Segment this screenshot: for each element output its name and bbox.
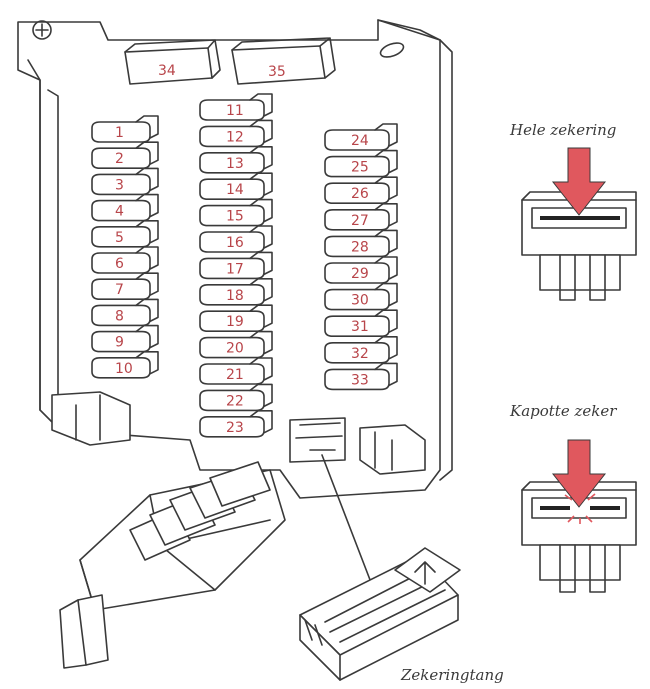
fuse-number: 27 [351,213,369,229]
fuse-number: 17 [226,261,244,277]
fuse-number: 5 [115,230,124,246]
fuse-puller [300,455,460,680]
fuse-22: 22 [200,384,272,410]
blown-fuse-label: Kapotte zeker [509,402,617,420]
fuse-15: 15 [200,200,272,226]
fuse-number: 13 [226,156,244,172]
fuse-number: 18 [226,288,244,304]
fuse-column-left: 1 2 3 4 5 6 7 8 9 10 [92,116,158,378]
fuse-28: 28 [325,230,397,256]
fuse-puller-label: Zekeringtang [400,666,504,684]
fuse-25: 25 [325,151,397,177]
fuse-2: 2 [92,142,158,168]
fuse-14: 14 [200,173,272,199]
fuse-27: 27 [325,204,397,230]
fuse-11: 11 [200,94,272,120]
fuse-number: 20 [226,341,244,357]
fuse-number: 31 [351,319,369,335]
fuse-number: 32 [351,346,369,362]
fuse-18: 18 [200,279,272,305]
fuse-column-right: 24 25 26 27 28 29 30 31 32 33 [325,124,397,389]
fuse-number: 6 [115,256,124,272]
fuse-number: 28 [351,239,369,255]
connector-block [60,462,285,668]
fuse-10: 10 [92,352,158,378]
fuse-number: 2 [115,151,124,167]
fuse-number: 16 [226,235,244,251]
fuse-5: 5 [92,221,158,247]
fuse-3: 3 [92,168,158,194]
fuse-number: 10 [115,361,133,377]
fuse-number: 26 [351,186,369,202]
fuse-13: 13 [200,147,272,173]
fuse-number: 22 [226,393,244,409]
fuse-9: 9 [92,326,158,352]
fuse-number: 21 [226,367,244,383]
fuse-number: 9 [115,335,124,351]
fuse-number: 23 [226,420,244,436]
fuse-number: 25 [351,160,369,176]
fuse-16: 16 [200,226,272,252]
fuse-number: 30 [351,293,369,309]
fuse-24: 24 [325,124,397,150]
fuse-1: 1 [92,116,158,142]
fuse-number: 1 [115,125,124,141]
fuse-number: 19 [226,314,244,330]
fuse-number: 8 [115,308,124,324]
fuse-number: 4 [115,204,124,220]
fuse-number: 11 [226,103,244,119]
fuse-32: 32 [325,337,397,363]
fuse-7: 7 [92,273,158,299]
fuse-8: 8 [92,299,158,325]
fuse-26: 26 [325,177,397,203]
fuse-29: 29 [325,257,397,283]
good-fuse-label: Hele zekering [509,121,616,139]
fuse-17: 17 [200,252,272,278]
large-fuses: 34 35 [125,38,335,84]
fuse-number: 34 [158,63,176,79]
fuse-12: 12 [200,120,272,146]
fuse-33: 33 [325,363,397,389]
fuse-6: 6 [92,247,158,273]
fuse-4: 4 [92,195,158,221]
fuse-31: 31 [325,310,397,336]
fuse-column-middle: 11 12 13 14 15 16 17 18 19 20 21 22 23 [200,94,272,437]
fuse-number: 29 [351,266,369,282]
fuse-30: 30 [325,284,397,310]
fuse-number: 3 [115,177,124,193]
fuse-19: 19 [200,305,272,331]
fuse-20: 20 [200,332,272,358]
fuse-number: 24 [351,133,369,149]
fuse-21: 21 [200,358,272,384]
fuse-23: 23 [200,411,272,437]
fuse-number: 33 [351,372,369,388]
fuse-number: 14 [226,182,244,198]
fuse-number: 12 [226,129,244,145]
fuse-number: 35 [268,64,286,80]
fuse-number: 15 [226,209,244,225]
fuse-number: 7 [115,282,124,298]
